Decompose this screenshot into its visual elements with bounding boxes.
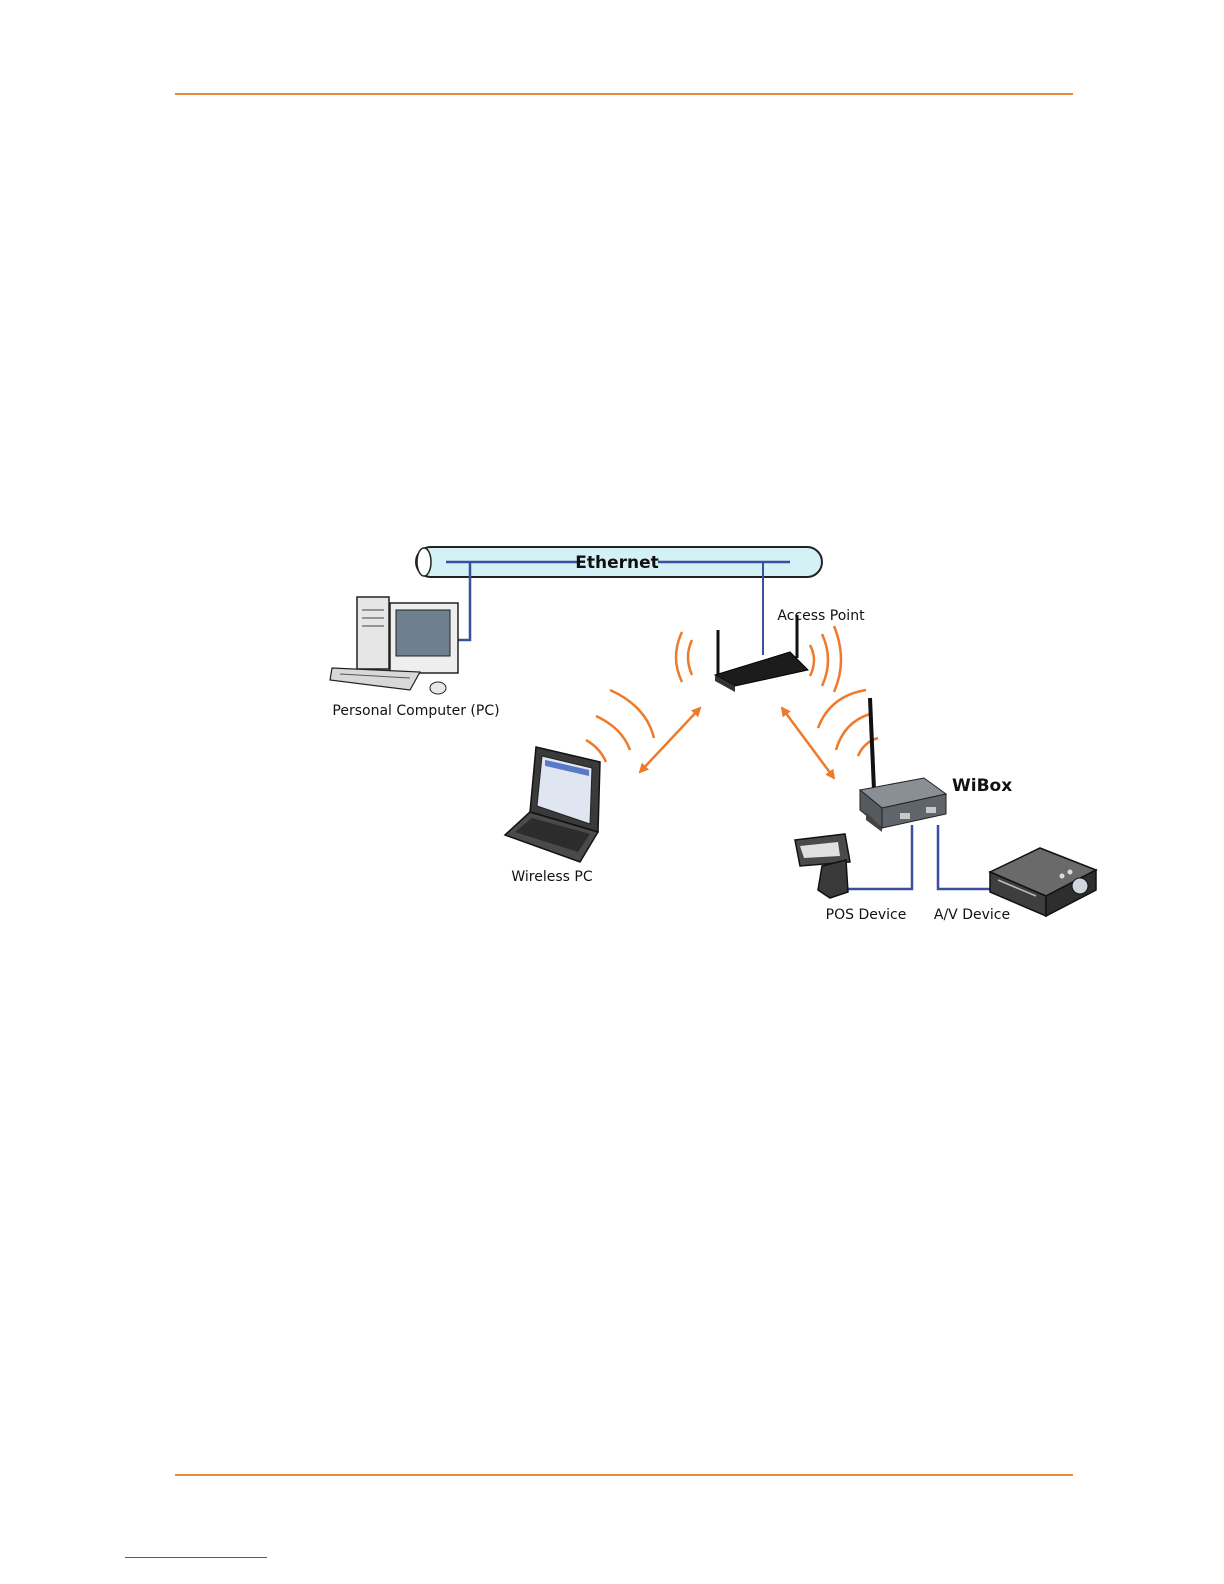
laptop-signal-waves: [586, 690, 654, 762]
av-serial-cable: [938, 825, 992, 889]
router-icon: [715, 615, 808, 692]
laptop-icon: [505, 747, 600, 862]
personal-computer-label: Personal Computer (PC): [332, 703, 499, 719]
projector-icon: [990, 848, 1096, 916]
wibox-server-icon: [860, 698, 946, 832]
av-device-label: A/V Device: [934, 907, 1010, 923]
wibox-label: WiBox: [952, 776, 1012, 796]
barcode-scanner-icon: [795, 834, 850, 898]
desktop-computer-icon: [330, 597, 458, 694]
wireless-pc-label: Wireless PC: [511, 869, 592, 885]
wibox-wireless-link: [782, 708, 834, 778]
ap-signal-waves: [676, 626, 841, 692]
ethernet-bus: Ethernet: [416, 547, 822, 577]
ethernet-label: Ethernet: [575, 553, 659, 573]
pos-serial-cable: [848, 825, 912, 889]
laptop-wireless-link: [640, 708, 700, 772]
pos-device-label: POS Device: [826, 907, 907, 923]
access-point-label: Access Point: [777, 608, 865, 624]
